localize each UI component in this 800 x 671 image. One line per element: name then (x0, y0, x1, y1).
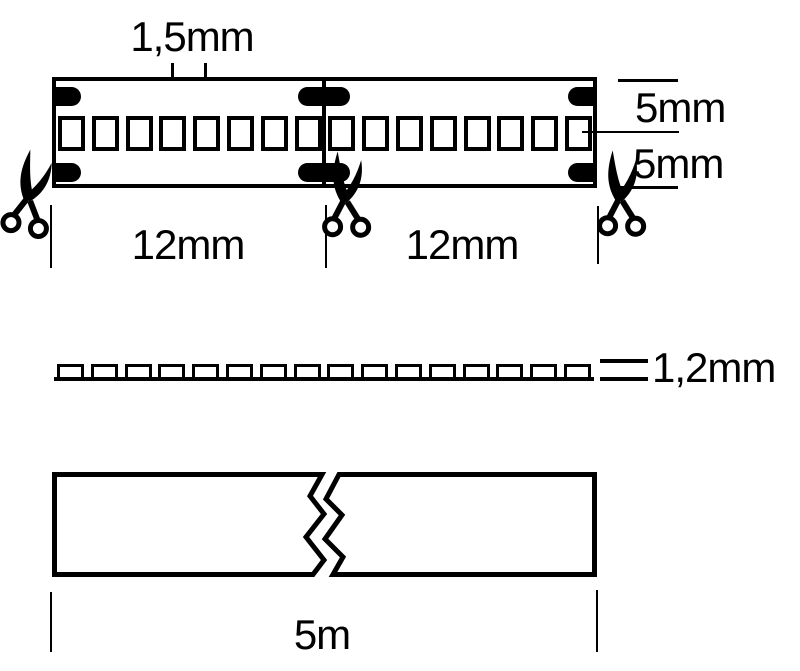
thickness-line-bottom (600, 377, 648, 381)
led-chip (125, 116, 153, 151)
tick-12mm-right (597, 206, 599, 264)
side-led-bump (192, 364, 220, 377)
side-led-bump (395, 364, 422, 377)
label-thickness: 1,2mm (652, 344, 776, 391)
led-chip (328, 116, 356, 151)
label-led-pitch: 1,5mm (130, 13, 254, 60)
led-chip (58, 116, 85, 151)
solder-pad (568, 163, 594, 182)
scissors-left-icon (0, 146, 64, 245)
side-led-bump (564, 364, 591, 377)
dim-line-strip-top (618, 79, 678, 82)
side-led-bump (462, 364, 490, 377)
led-chip (193, 116, 221, 151)
led-chip (396, 116, 423, 151)
label-width-upper: 5mm (635, 84, 726, 131)
solder-pad (568, 87, 594, 106)
led-chip (429, 116, 457, 151)
led-chip (497, 116, 525, 151)
solder-pad (55, 87, 81, 106)
tick-12mm-mid (325, 205, 327, 268)
dim-line-strip-bottom (618, 186, 678, 189)
side-baseline (54, 377, 594, 381)
side-led-bump (259, 364, 287, 377)
tick-12mm-left (50, 205, 52, 268)
led-chip (91, 116, 119, 151)
side-led-bump (90, 364, 118, 377)
tick-5m-right (596, 590, 598, 652)
side-led-bump (57, 364, 84, 377)
led-chip (227, 116, 254, 151)
side-led-bump (428, 364, 456, 377)
scissors-middle-icon (316, 149, 377, 244)
solder-pad (55, 163, 81, 182)
label-length: 5m (293, 611, 351, 658)
led-chip (463, 116, 491, 151)
led-chip (565, 116, 592, 151)
side-led-bump (158, 364, 186, 377)
side-led-bump (293, 364, 321, 377)
side-led-bump (496, 364, 524, 377)
side-led-bump (226, 364, 253, 377)
side-led-bump (327, 364, 355, 377)
label-width-lower: 5mm (633, 140, 724, 187)
label-segment-left: 12mm (131, 221, 246, 268)
led-chip (531, 116, 559, 151)
led-chip (294, 116, 322, 151)
cut-line (322, 77, 326, 188)
reel-broken-rectangle (52, 472, 597, 577)
tick-5m-left (50, 592, 52, 652)
thickness-line-top (600, 359, 648, 363)
dim-leader-led-center (582, 131, 679, 133)
scissors-right-icon (591, 148, 652, 243)
label-segment-right: 12mm (405, 221, 520, 268)
led-chip (362, 116, 390, 151)
side-led-bump (530, 364, 558, 377)
side-led-bump (124, 364, 152, 377)
side-led-bump (361, 364, 389, 377)
solder-pad (298, 87, 350, 106)
led-chip (260, 116, 288, 151)
led-chip (159, 116, 187, 151)
